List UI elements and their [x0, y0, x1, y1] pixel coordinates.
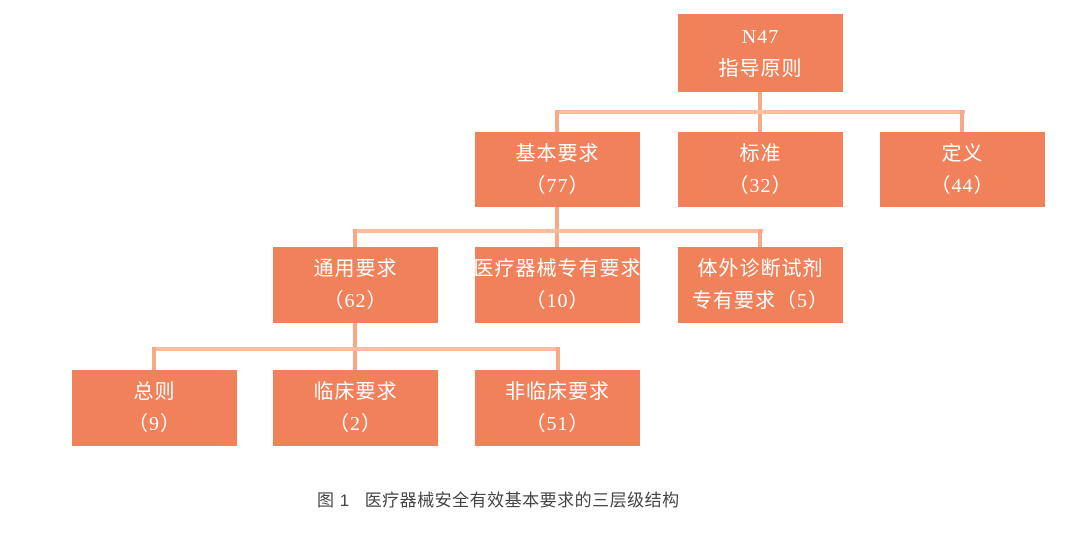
connector-rail-level2: [353, 229, 763, 233]
connector-rail-level1: [555, 110, 965, 114]
figure-caption-label: 图 1: [317, 491, 350, 510]
figure-caption-title: 医疗器械安全有效基本要求的三层级结构: [364, 491, 680, 510]
node-general-principles: 总则 （9）: [72, 370, 237, 446]
connector-stub-basic-requirements: [555, 110, 559, 132]
node-label: 通用要求: [313, 258, 398, 280]
node-label: 定义: [941, 142, 984, 165]
node-count: （10）: [525, 290, 590, 312]
node-standards: 标准 （32）: [678, 132, 843, 207]
connector-stub-definitions: [960, 110, 964, 132]
node-count: （44）: [930, 174, 995, 197]
node-label: 体外诊断试剂: [697, 258, 824, 280]
node-label: 非临床要求: [505, 381, 610, 403]
connector-stem-general-requirements: [353, 323, 357, 370]
node-label: 基本要求: [515, 142, 600, 165]
node-label: 临床要求: [313, 381, 398, 403]
node-count: （77）: [525, 174, 590, 197]
node-general-requirements: 通用要求 （62）: [273, 247, 438, 323]
node-label: 标准: [739, 142, 782, 165]
node-basic-requirements: 基本要求 （77）: [475, 132, 640, 207]
node-count: （51）: [525, 413, 590, 435]
connector-stub-ivd-specific-requirements: [758, 229, 762, 247]
connector-stub-general-principles: [152, 347, 156, 370]
node-n47: N47 指导原则: [678, 14, 843, 92]
node-label: 指导原则: [718, 58, 803, 80]
node-count: （32）: [728, 174, 793, 197]
connector-stub-nonclinical-requirements: [556, 347, 560, 370]
node-count: （9）: [128, 413, 181, 435]
node-clinical-requirements: 临床要求 （2）: [273, 370, 438, 446]
node-label: 专有要求（5）: [692, 290, 829, 312]
node-label: 医疗器械专有要求: [473, 258, 642, 280]
node-definitions: 定义 （44）: [880, 132, 1045, 207]
node-nonclinical-requirements: 非临床要求 （51）: [475, 370, 640, 446]
node-ivd-specific-requirements: 体外诊断试剂 专有要求（5）: [678, 247, 843, 323]
node-count: （2）: [329, 413, 382, 435]
connector-rail-level3: [152, 347, 560, 351]
node-count: （62）: [323, 290, 388, 312]
figure-caption: 图 1 医疗器械安全有效基本要求的三层级结构: [317, 486, 680, 511]
node-label: N47: [741, 26, 780, 48]
node-label: 总则: [133, 381, 176, 403]
connector-stub-general-requirements: [353, 229, 357, 247]
connector-stem-basic-requirements: [555, 207, 559, 247]
node-device-specific-requirements: 医疗器械专有要求 （10）: [473, 247, 642, 323]
